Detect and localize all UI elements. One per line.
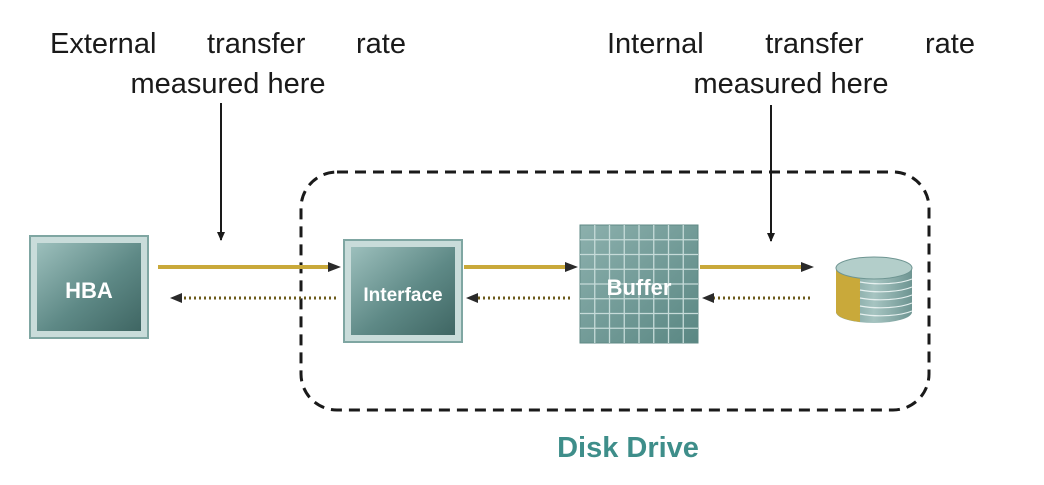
disk-drive-boundary <box>299 170 931 412</box>
hba-label: HBA <box>65 278 113 303</box>
return-data-flow <box>170 293 810 303</box>
ext-line-2: measured here <box>130 68 326 100</box>
interface-box: Interface <box>343 239 463 343</box>
int-word-1: Internal <box>607 28 704 60</box>
buffer-label: Buffer <box>607 275 672 300</box>
forward-data-flow <box>158 262 814 272</box>
disk-drive-title: Disk Drive <box>557 432 699 464</box>
hba-box: HBA <box>29 235 149 339</box>
int-line-2: measured here <box>693 68 889 100</box>
external-transfer-rate-label: External transfer rate measured here <box>50 24 406 104</box>
interface-label: Interface <box>363 285 442 306</box>
int-word-3: rate <box>925 28 975 60</box>
buffer-box: Buffer <box>579 224 699 344</box>
ext-word-3: rate <box>356 28 406 60</box>
ext-word-1: External <box>50 28 157 60</box>
int-word-2: transfer <box>765 28 864 60</box>
ext-word-2: transfer <box>207 28 306 60</box>
internal-transfer-rate-label: Internal transfer rate measured here <box>607 24 975 104</box>
disk-platter-icon <box>835 256 913 323</box>
